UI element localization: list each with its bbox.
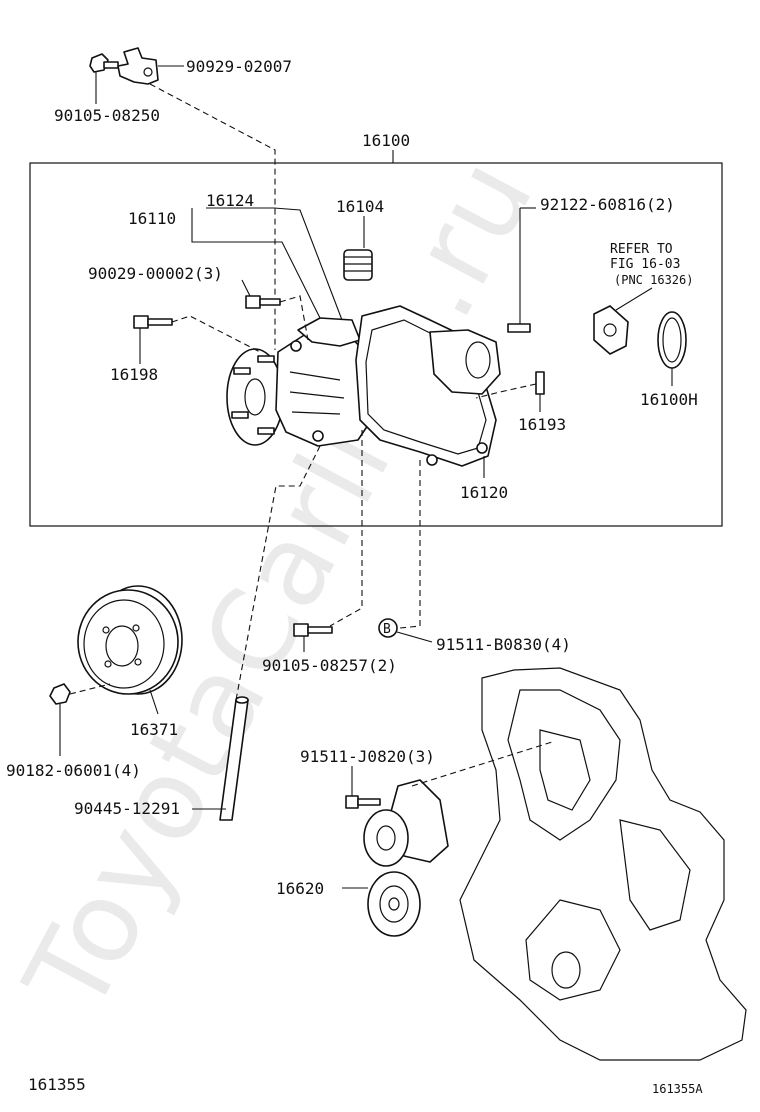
label-16371: 16371 — [130, 720, 178, 739]
label-90105-08250: 90105-08250 — [54, 106, 160, 125]
marker-b-label: B — [383, 622, 391, 637]
label-91511-j0820: 91511-J0820(3) — [300, 747, 435, 766]
label-16100h: 16100H — [640, 390, 698, 409]
o-ring-16100h — [657, 311, 687, 369]
bolt-91511-j0820 — [345, 795, 381, 809]
refer-note-line2: FIG 16-03 — [610, 257, 680, 272]
label-92122-60816: 92122-60816(2) — [540, 195, 675, 214]
label-16104: 16104 — [336, 197, 384, 216]
pulley-16371 — [77, 585, 183, 695]
footer-right-code: 161355A — [652, 1082, 703, 1096]
stud-92122-60816 — [507, 208, 531, 333]
label-16620: 16620 — [276, 879, 324, 898]
spring-16104 — [343, 249, 373, 281]
stud-16193 — [535, 371, 545, 395]
label-90445-12291: 90445-12291 — [74, 799, 180, 818]
nut-90182-06001 — [49, 683, 71, 705]
bolt-16198 — [133, 315, 173, 329]
bolt-90029-00002 — [245, 295, 281, 309]
label-16124: 16124 — [206, 191, 254, 210]
watermark: ToyotaCarline.ru — [1, 137, 560, 1033]
pin-90445-12291 — [219, 696, 249, 821]
label-16120: 16120 — [460, 483, 508, 502]
refer-note-line1: REFER TO — [610, 242, 673, 257]
bracket-90929-02007 — [117, 47, 159, 85]
gasket-refer-16326 — [593, 305, 629, 355]
refer-note-line3: (PNC 16326) — [614, 273, 693, 287]
marker-b — [378, 618, 398, 638]
bolt-90105-08250 — [89, 53, 119, 73]
assembly-16100-frame — [29, 162, 723, 527]
label-91511-b0830: 91511-B0830(4) — [436, 635, 571, 654]
footer-left-code: 161355 — [28, 1075, 86, 1094]
engine-block-outline — [459, 667, 747, 1061]
label-90182-06001: 90182-06001(4) — [6, 761, 141, 780]
tensioner-16620 — [363, 779, 449, 937]
label-90105-08257: 90105-08257(2) — [262, 656, 397, 675]
label-90029-00002: 90029-00002(3) — [88, 264, 223, 283]
label-16198: 16198 — [110, 365, 158, 384]
label-16110: 16110 — [128, 209, 176, 228]
label-90929-02007: 90929-02007 — [186, 57, 292, 76]
label-16193: 16193 — [518, 415, 566, 434]
bolt-90105-08257 — [293, 623, 333, 637]
water-pump-assembly — [226, 305, 501, 467]
label-16100: 16100 — [362, 131, 410, 150]
